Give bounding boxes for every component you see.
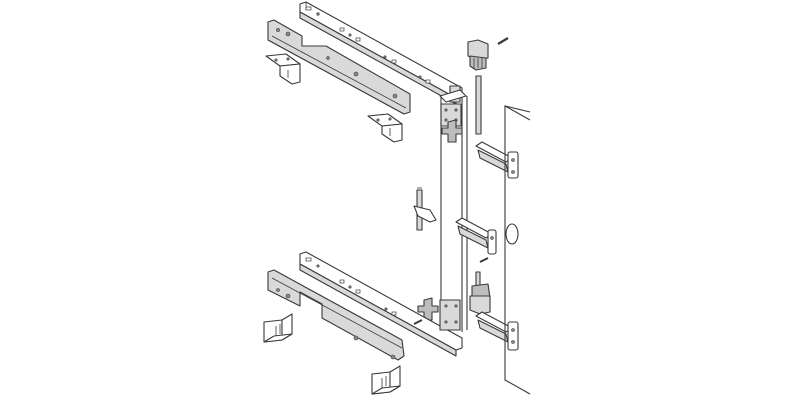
hinge-bottom (475, 311, 519, 351)
door-panel (504, 105, 531, 395)
screws (413, 37, 509, 325)
top-angle-bracket-left (265, 53, 301, 85)
rod-clip (413, 187, 437, 231)
vertical-rod (475, 75, 482, 135)
top-angle-bracket-right (367, 113, 403, 143)
bottom-angle-bracket-left (263, 313, 293, 343)
rod-coupling-bottom (469, 271, 491, 315)
hinge-top (475, 141, 519, 179)
top-mounting-bracket (267, 19, 411, 115)
connector-top (441, 119, 463, 143)
hinge-middle (455, 217, 497, 255)
top-slide-rail (299, 1, 463, 105)
bottom-mounting-bracket (267, 269, 405, 361)
rod-coupling-top (467, 39, 489, 71)
bottom-slide-rail (299, 251, 463, 357)
connector-bottom (417, 297, 439, 321)
bottom-angle-bracket-right (371, 365, 401, 395)
